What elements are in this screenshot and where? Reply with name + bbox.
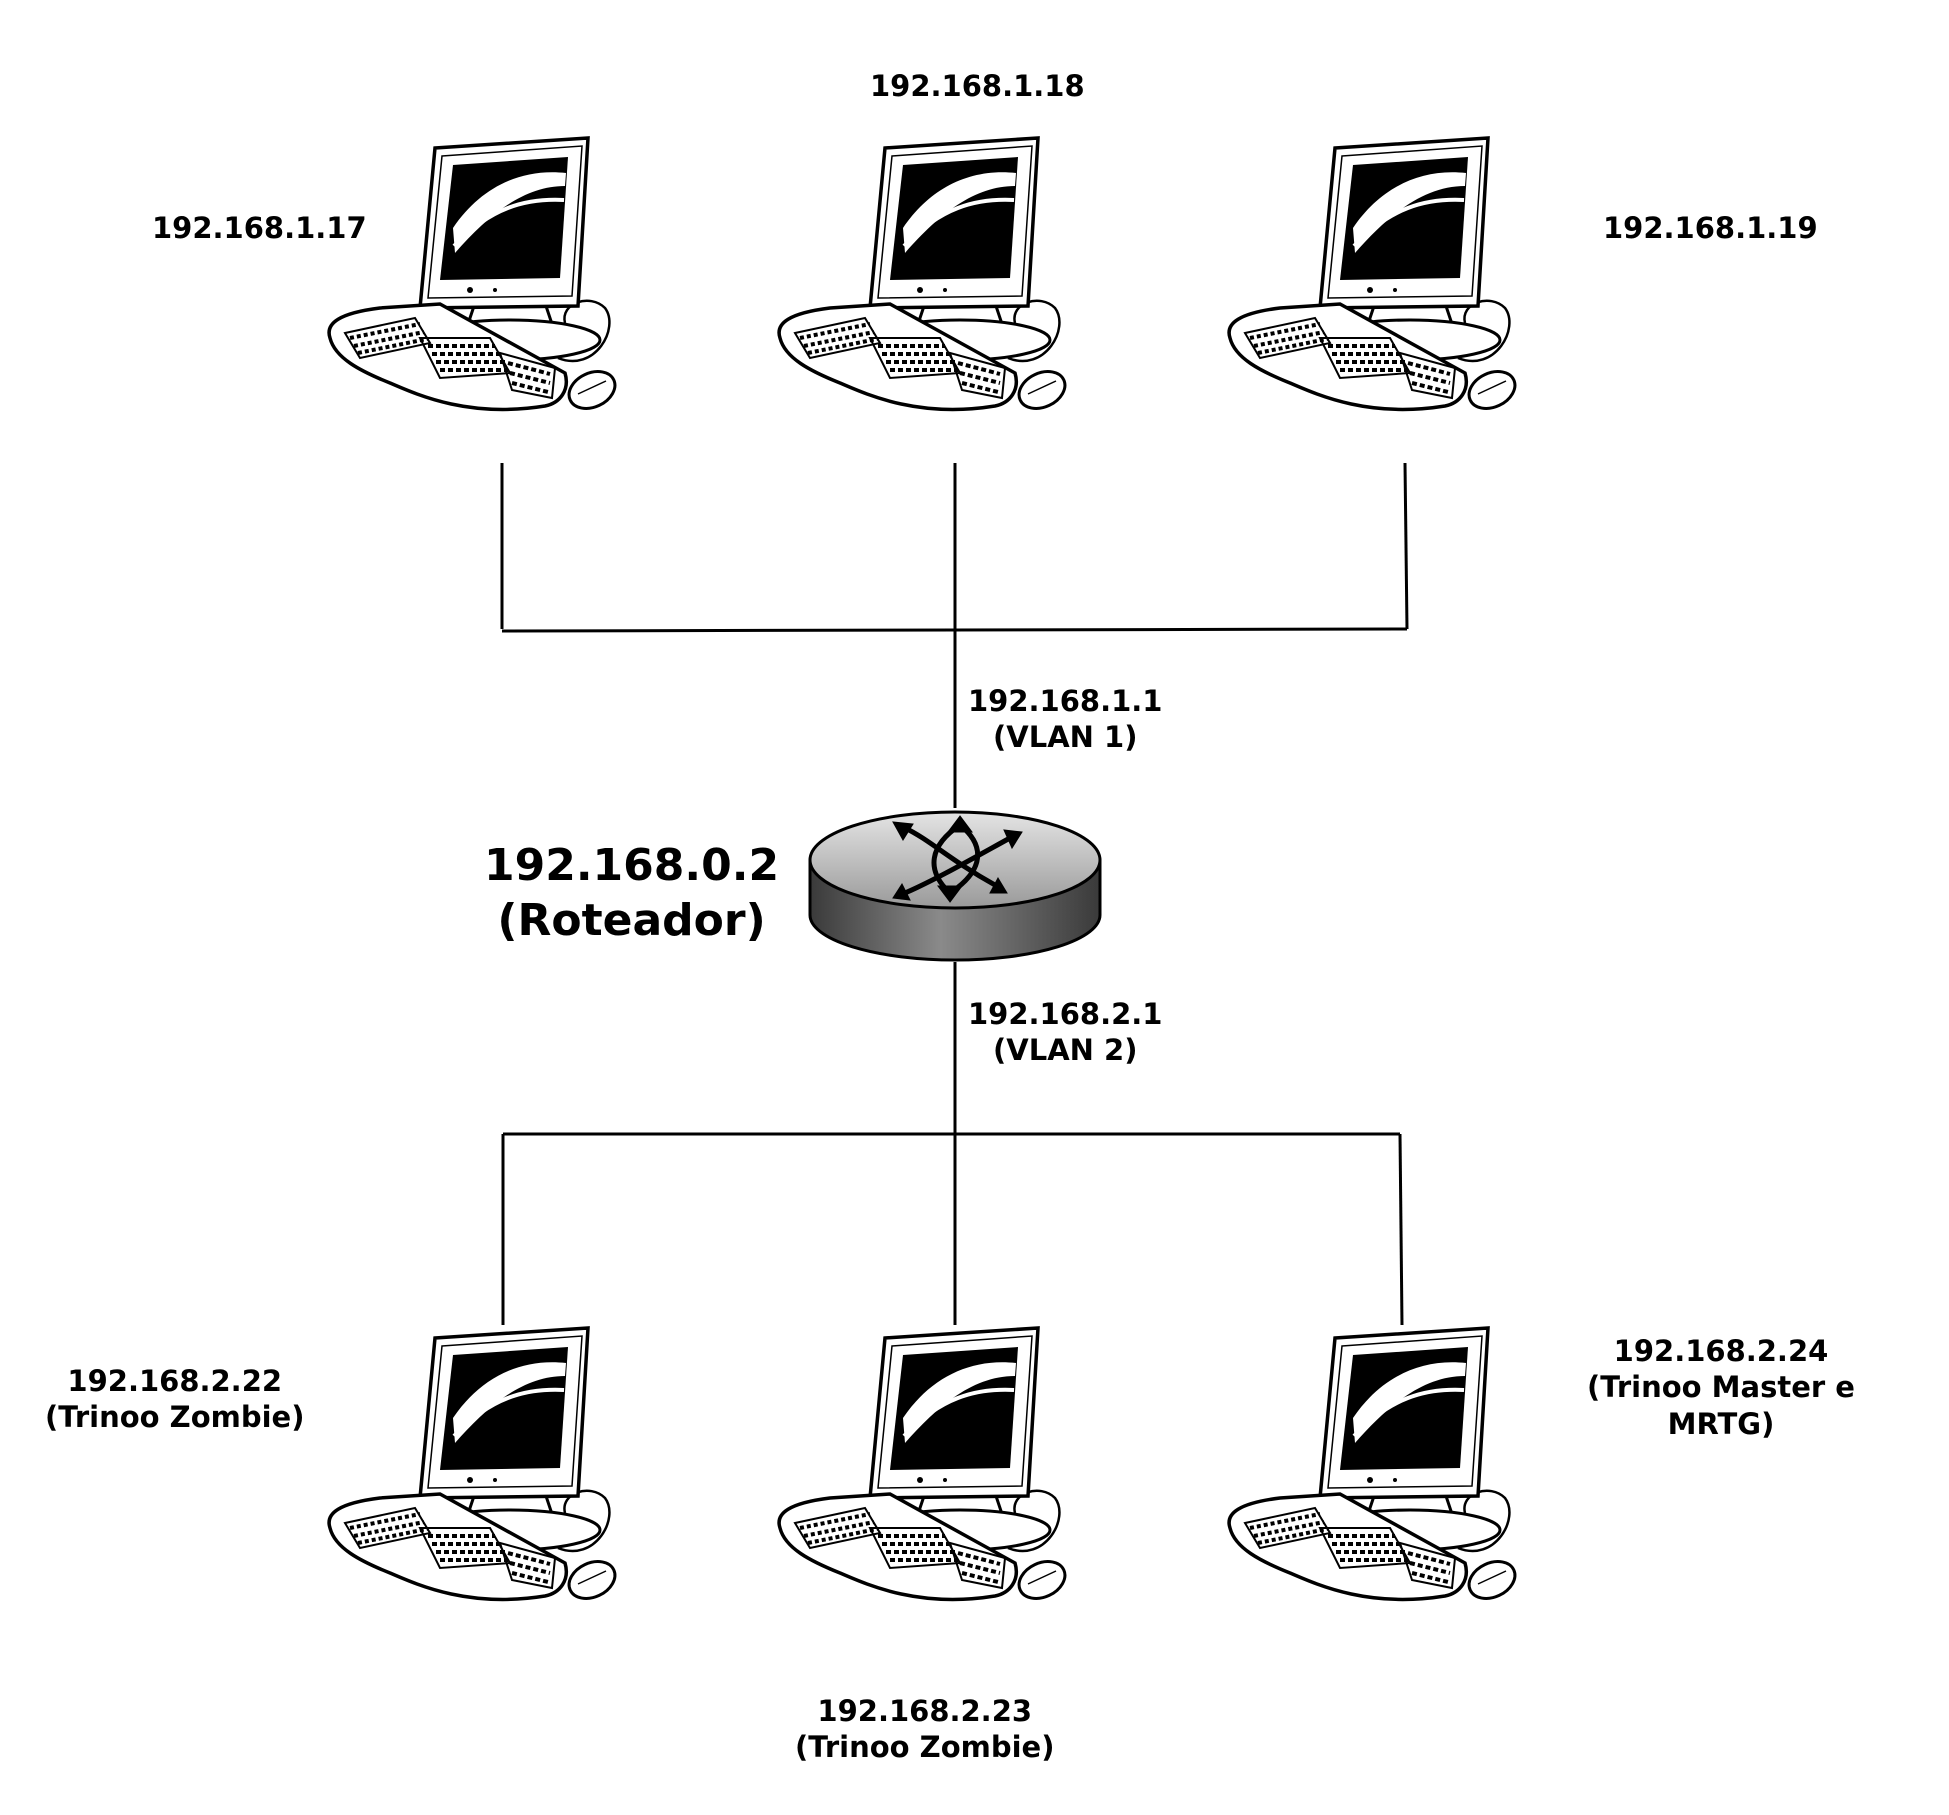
desktop-computer-icon <box>327 1326 623 1608</box>
link-pc-1-19 <box>1403 462 1409 630</box>
network-links <box>500 462 1409 1326</box>
router-icon <box>808 810 1102 962</box>
ip-label-pc-2-23: 192.168.2.23 (Trinoo Zombie) <box>795 1693 1054 1766</box>
pc-2-24-role-line2: MRTG) <box>1667 1406 1775 1441</box>
router-ip: 192.168.0.2 <box>484 840 780 891</box>
ip-label-pc-1-19: 192.168.1.19 <box>1603 211 1818 245</box>
vlan1-ip: 192.168.1.1 <box>968 684 1163 718</box>
computer-pc-2-23 <box>777 1326 1073 1608</box>
link-pc-2-24 <box>1398 1133 1404 1326</box>
pc-2-23-ip: 192.168.2.23 <box>817 1694 1033 1728</box>
desktop-computer-icon <box>777 1326 1073 1608</box>
computer-pc-1-17 <box>327 136 623 418</box>
desktop-computer-icon <box>327 136 623 418</box>
router-label: 192.168.0.2 (Roteador) <box>484 838 779 948</box>
vlan2-ip: 192.168.2.1 <box>968 997 1163 1031</box>
computer-pc-2-22 <box>327 1326 623 1608</box>
ip-label-pc-1-17: 192.168.1.17 <box>152 211 367 245</box>
desktop-computer-icon <box>1227 1326 1523 1608</box>
pc-2-22-role: (Trinoo Zombie) <box>45 1400 305 1435</box>
ip-label-pc-2-24: 192.168.2.24 (Trinoo Master e MRTG) <box>1587 1333 1855 1442</box>
vlan1-interface-label: 192.168.1.1 (VLAN 1) <box>968 683 1162 756</box>
desktop-computer-icon <box>777 136 1073 418</box>
pc-2-24-ip: 192.168.2.24 <box>1613 1334 1829 1368</box>
computer-pc-2-24 <box>1227 1326 1523 1608</box>
computer-pc-1-19 <box>1227 136 1523 418</box>
router-name: (Roteador) <box>497 895 766 946</box>
pc-2-22-ip: 192.168.2.22 <box>67 1364 283 1398</box>
vlan2-name: (VLAN 2) <box>993 1033 1138 1068</box>
pc-2-23-role: (Trinoo Zombie) <box>795 1730 1055 1765</box>
vlan1-name: (VLAN 1) <box>993 720 1138 755</box>
ip-label-pc-2-22: 192.168.2.22 (Trinoo Zombie) <box>45 1363 304 1436</box>
desktop-computer-icon <box>1227 136 1523 418</box>
pc-2-24-role-line1: (Trinoo Master e <box>1587 1370 1855 1405</box>
computer-pc-1-18 <box>777 136 1073 418</box>
vlan2-interface-label: 192.168.2.1 (VLAN 2) <box>968 996 1162 1069</box>
ip-label-pc-1-18: 192.168.1.18 <box>870 69 1085 103</box>
